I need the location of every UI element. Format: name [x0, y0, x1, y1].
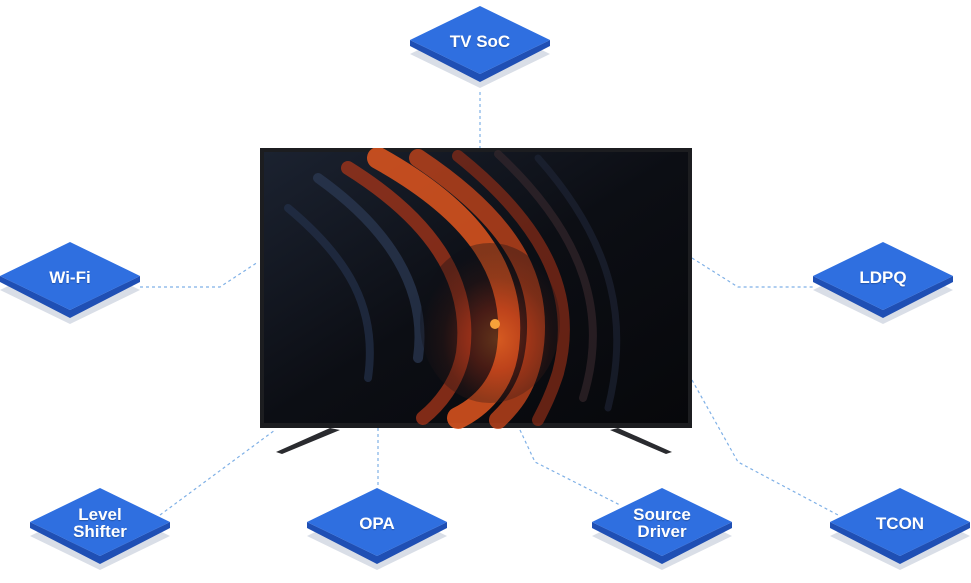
connector-ldpq: [691, 257, 815, 288]
tile-label-source-driver: Source Driver: [633, 505, 691, 541]
tile-wi-fi: Wi-Fi: [0, 240, 140, 335]
tile-opa: OPA: [307, 486, 447, 581]
tile-ldpq: LDPQ: [813, 240, 953, 335]
tile-tcon: TCON: [830, 486, 970, 581]
tile-shape: [592, 488, 732, 570]
tile-shape: [410, 6, 550, 88]
tile-label-tv-soc: TV SoC: [449, 31, 511, 51]
tile-level-shifter: Level Shifter: [30, 486, 170, 581]
tile-label-tcon: TCON: [875, 513, 925, 533]
tile-shape: [307, 488, 447, 570]
tile-label-wi-fi: Wi-Fi: [49, 267, 91, 287]
tile-shape: [830, 488, 970, 570]
tile-tv-soc: TV SoC: [410, 4, 550, 99]
tile-shape: [813, 242, 953, 324]
connector-wi-fi: [140, 261, 259, 288]
tile-label-ldpq: LDPQ: [859, 267, 907, 287]
connector-tcon: [691, 379, 839, 516]
tile-shape: [30, 488, 170, 570]
television: [258, 147, 694, 458]
connector-source-driver: [519, 429, 621, 506]
television-illustration: [260, 147, 692, 454]
tile-label-level-shifter: Level Shifter: [73, 505, 127, 541]
tile-label-opa: OPA: [359, 513, 395, 533]
tile-source-driver: Source Driver: [592, 486, 732, 581]
tile-shape: [0, 242, 140, 324]
